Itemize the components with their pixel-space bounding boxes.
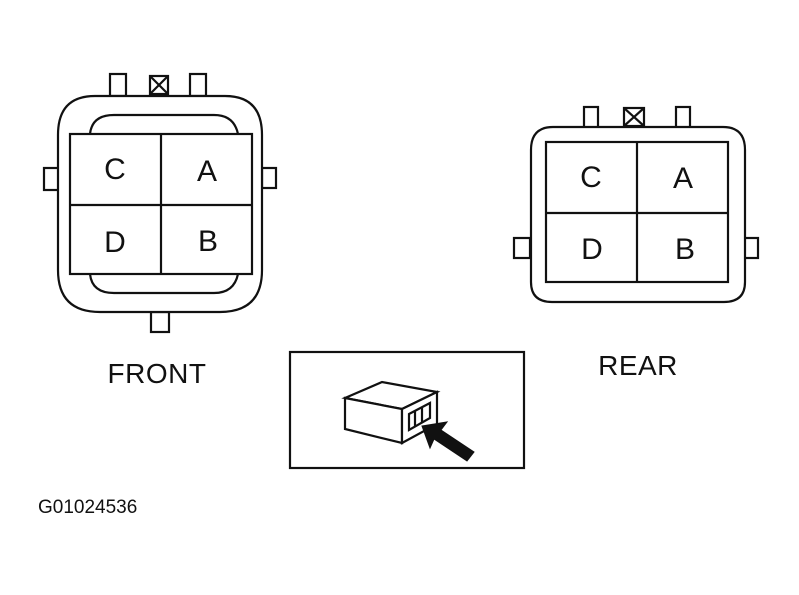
rear-pin-c: C: [580, 161, 602, 194]
front-connector: [42, 72, 278, 334]
front-pin-a: A: [197, 155, 217, 188]
rear-connector: [512, 105, 760, 304]
arrow-icon: [421, 421, 475, 462]
front-pin-c: C: [104, 153, 126, 186]
front-bottom-tab: [149, 310, 171, 334]
front-inner-curve-top: [88, 113, 240, 135]
rear-lock-cross-2: [623, 107, 645, 127]
front-top-tab-left: [108, 72, 128, 98]
front-inner-curve-bottom: [88, 273, 240, 295]
rear-side-tab-left: [512, 236, 532, 260]
rear-top-tab-left: [582, 105, 600, 131]
rear-top-tab-right: [674, 105, 692, 131]
front-side-tab-right: [260, 166, 278, 190]
front-lock-cross-2: [149, 75, 169, 95]
rear-pin-d: D: [581, 233, 603, 266]
rear-pin-a: A: [673, 162, 693, 195]
front-caption: FRONT: [108, 358, 207, 389]
locator-inset: [288, 350, 526, 470]
figure-code: G01024536: [38, 497, 137, 518]
front-pin-d: D: [104, 226, 126, 259]
rear-caption: REAR: [598, 350, 678, 381]
rear-pin-b: B: [675, 233, 695, 266]
front-pin-b: B: [198, 225, 218, 258]
front-top-tab-right: [188, 72, 208, 98]
